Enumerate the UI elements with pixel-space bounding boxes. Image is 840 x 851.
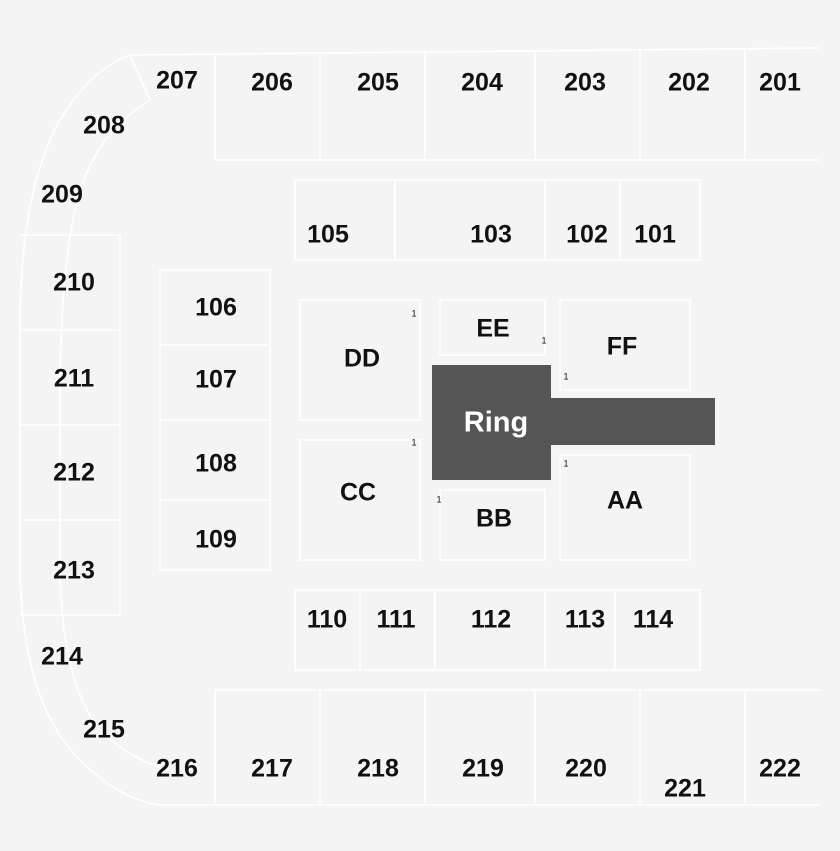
section-109[interactable]: 109 [195, 525, 237, 554]
section-102[interactable]: 102 [566, 220, 608, 249]
section-113[interactable]: 113 [564, 605, 606, 634]
section-222[interactable]: 222 [759, 754, 801, 783]
section-214[interactable]: 214 [41, 642, 83, 671]
section-107[interactable]: 107 [195, 365, 237, 394]
row-marker: 1 [411, 308, 417, 319]
row-marker: 1 [436, 494, 442, 505]
section-209[interactable]: 209 [41, 180, 83, 209]
section-217[interactable]: 217 [251, 754, 293, 783]
section-203[interactable]: 203 [564, 68, 606, 97]
section-cc[interactable]: CC [339, 478, 377, 507]
entrance-ramp [551, 398, 715, 445]
section-210[interactable]: 210 [53, 268, 95, 297]
section-dd[interactable]: DD [343, 344, 381, 373]
section-108[interactable]: 108 [195, 449, 237, 478]
section-105[interactable]: 105 [307, 220, 349, 249]
ring-label: Ring [463, 406, 529, 439]
section-205[interactable]: 205 [357, 68, 399, 97]
section-201[interactable]: 201 [759, 68, 801, 97]
section-215[interactable]: 215 [83, 715, 125, 744]
section-221[interactable]: 221 [664, 774, 706, 803]
section-ee[interactable]: EE [476, 314, 510, 343]
section-208[interactable]: 208 [83, 111, 125, 140]
row-marker: 1 [563, 458, 569, 469]
row-marker: 1 [411, 437, 417, 448]
section-220[interactable]: 220 [565, 754, 607, 783]
section-212[interactable]: 212 [53, 458, 95, 487]
section-110[interactable]: 110 [306, 605, 348, 634]
section-103[interactable]: 103 [470, 220, 512, 249]
section-216[interactable]: 216 [156, 754, 198, 783]
ring[interactable] [432, 365, 551, 480]
section-101[interactable]: 101 [634, 220, 676, 249]
section-202[interactable]: 202 [668, 68, 710, 97]
section-106[interactable]: 106 [195, 293, 237, 322]
section-bb[interactable]: BB [475, 504, 513, 533]
section-ff[interactable]: FF [606, 332, 638, 361]
section-207[interactable]: 207 [156, 66, 198, 95]
section-219[interactable]: 219 [462, 754, 504, 783]
row-marker: 1 [541, 335, 547, 346]
section-112[interactable]: 112 [470, 605, 512, 634]
section-218[interactable]: 218 [357, 754, 399, 783]
section-aa[interactable]: AA [606, 486, 644, 515]
section-211[interactable]: 211 [53, 364, 95, 393]
section-204[interactable]: 204 [461, 68, 503, 97]
section-114[interactable]: 114 [632, 605, 674, 634]
section-213[interactable]: 213 [53, 556, 95, 585]
section-111[interactable]: 111 [376, 605, 416, 634]
row-marker: 1 [563, 371, 569, 382]
section-206[interactable]: 206 [251, 68, 293, 97]
